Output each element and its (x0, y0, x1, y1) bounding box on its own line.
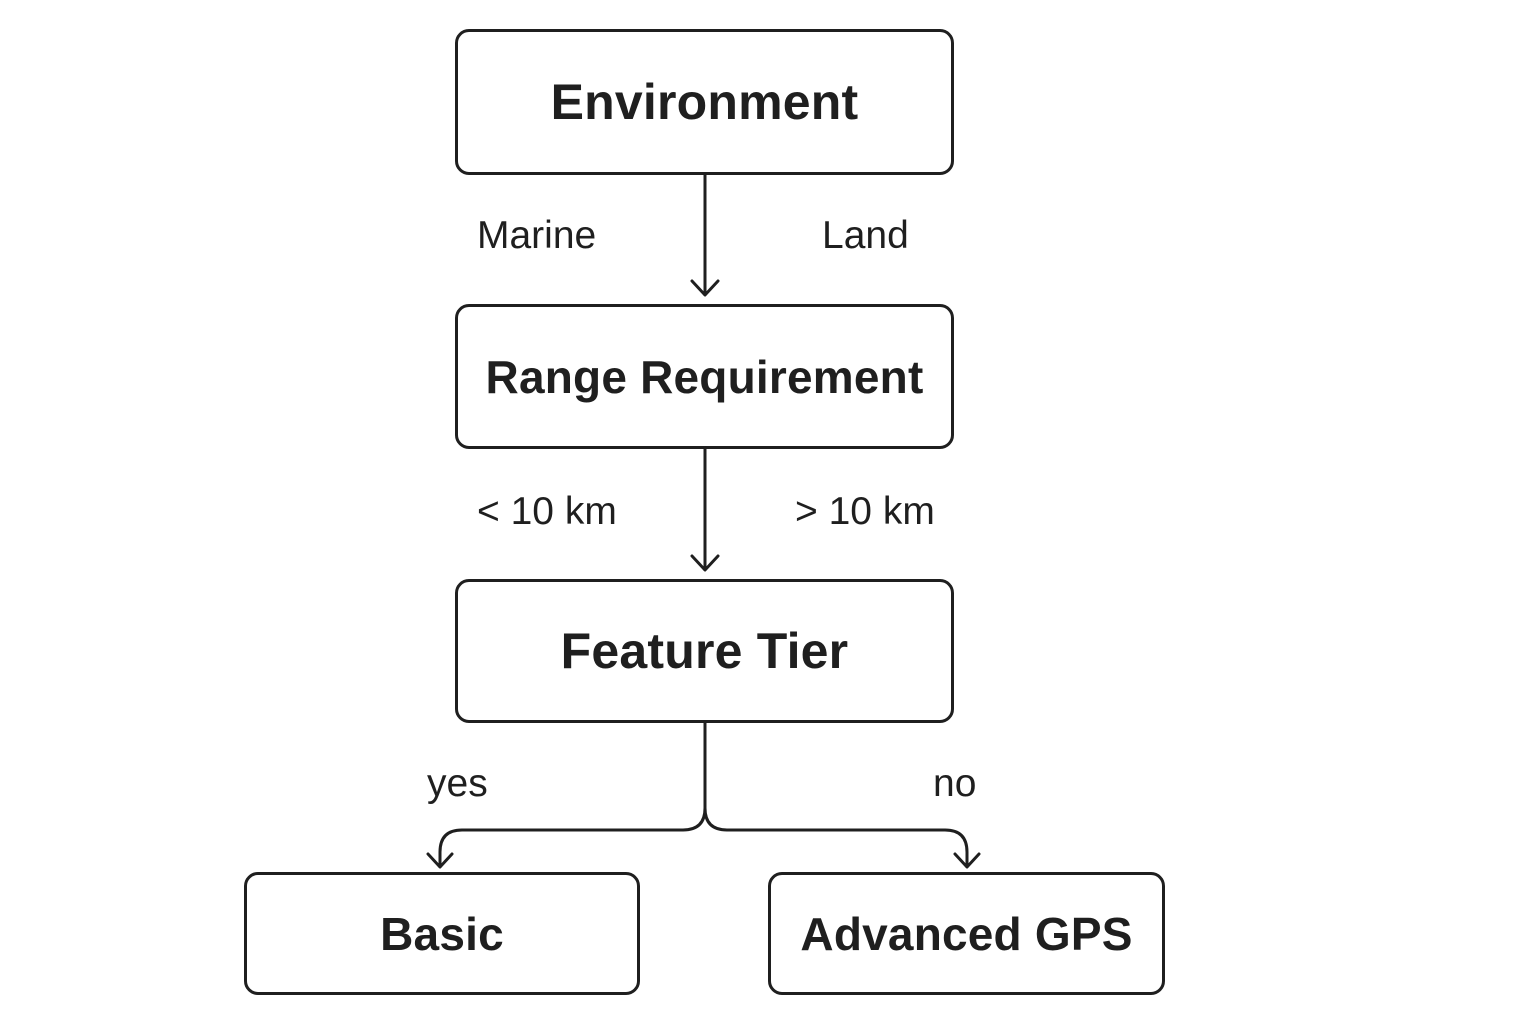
node-basic: Basic (244, 872, 640, 995)
arrowhead-basic (426, 852, 454, 869)
edge-label-less-10km: < 10 km (477, 490, 617, 533)
node-range-requirement: Range Requirement (455, 304, 954, 449)
connector-feature-tier-to-basic (438, 723, 707, 866)
arrowhead-advanced-gps (953, 852, 981, 869)
node-feature-tier: Feature Tier (455, 579, 954, 723)
arrowhead-feature-tier (690, 554, 720, 572)
node-advanced-gps: Advanced GPS (768, 872, 1165, 995)
connector-feature-tier-to-advanced-gps (703, 807, 969, 866)
edge-label-land: Land (822, 214, 909, 257)
edge-label-more-10km: > 10 km (795, 490, 935, 533)
node-environment: Environment (455, 29, 954, 175)
edge-label-yes: yes (427, 762, 488, 805)
edge-label-no: no (933, 762, 977, 805)
arrowhead-range (690, 279, 720, 297)
edge-label-marine: Marine (477, 214, 597, 257)
